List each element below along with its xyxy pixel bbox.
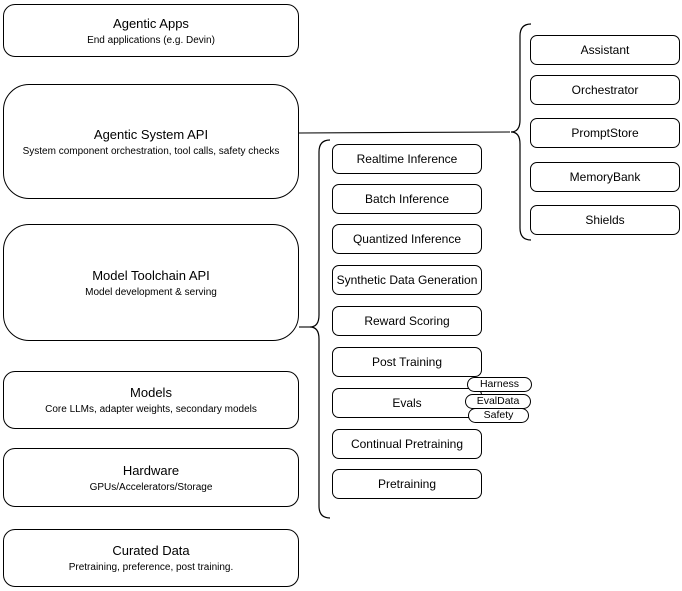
node-subtitle: Core LLMs, adapter weights, secondary mo… <box>45 404 257 415</box>
node-hardware: Hardware GPUs/Accelerators/Storage <box>3 448 299 507</box>
toolchain-services-brace <box>309 139 331 519</box>
system-components-brace <box>510 23 532 241</box>
node-agentic-apps: Agentic Apps End applications (e.g. Devi… <box>3 4 299 57</box>
node-subtitle: System component orchestration, tool cal… <box>22 145 280 157</box>
node-subtitle: End applications (e.g. Devin) <box>87 34 215 46</box>
component-assistant: Assistant <box>530 35 680 65</box>
service-pretraining: Pretraining <box>332 469 482 499</box>
service-reward-scoring: Reward Scoring <box>332 306 482 336</box>
service-quantized-inference: Quantized Inference <box>332 224 482 254</box>
node-models: Models Core LLMs, adapter weights, secon… <box>3 371 299 429</box>
node-subtitle: GPUs/Accelerators/Storage <box>89 481 213 493</box>
service-synthetic-data-generation: Synthetic Data Generation <box>332 265 482 295</box>
service-post-training: Post Training <box>332 347 482 377</box>
connector-system-api-to-components <box>298 131 511 134</box>
service-continual-pretraining: Continual Pretraining <box>332 429 482 459</box>
component-shields: Shields <box>530 205 680 235</box>
node-title: Hardware <box>122 462 180 478</box>
node-title: Curated Data <box>112 543 190 558</box>
component-memorybank: MemoryBank <box>530 162 680 192</box>
node-title: Agentic System API <box>93 126 209 142</box>
service-evals: Evals <box>332 388 482 418</box>
node-title: Models <box>130 385 172 400</box>
node-subtitle: Pretraining, preference, post training. <box>68 562 234 573</box>
tag-safety: Safety <box>468 408 529 423</box>
node-subtitle: Model development & serving <box>85 286 217 298</box>
node-agentic-system-api: Agentic System API System component orch… <box>3 84 299 199</box>
component-orchestrator: Orchestrator <box>530 75 680 105</box>
component-promptstore: PromptStore <box>530 118 680 148</box>
service-batch-inference: Batch Inference <box>332 184 482 214</box>
node-title: Model Toolchain API <box>92 267 210 283</box>
node-model-toolchain-api: Model Toolchain API Model development & … <box>3 224 299 341</box>
service-realtime-inference: Realtime Inference <box>332 144 482 174</box>
node-title: Agentic Apps <box>113 15 189 31</box>
node-curated-data: Curated Data Pretraining, preference, po… <box>3 529 299 587</box>
tag-harness: Harness <box>467 377 532 392</box>
tag-evaldata: EvalData <box>465 394 531 409</box>
